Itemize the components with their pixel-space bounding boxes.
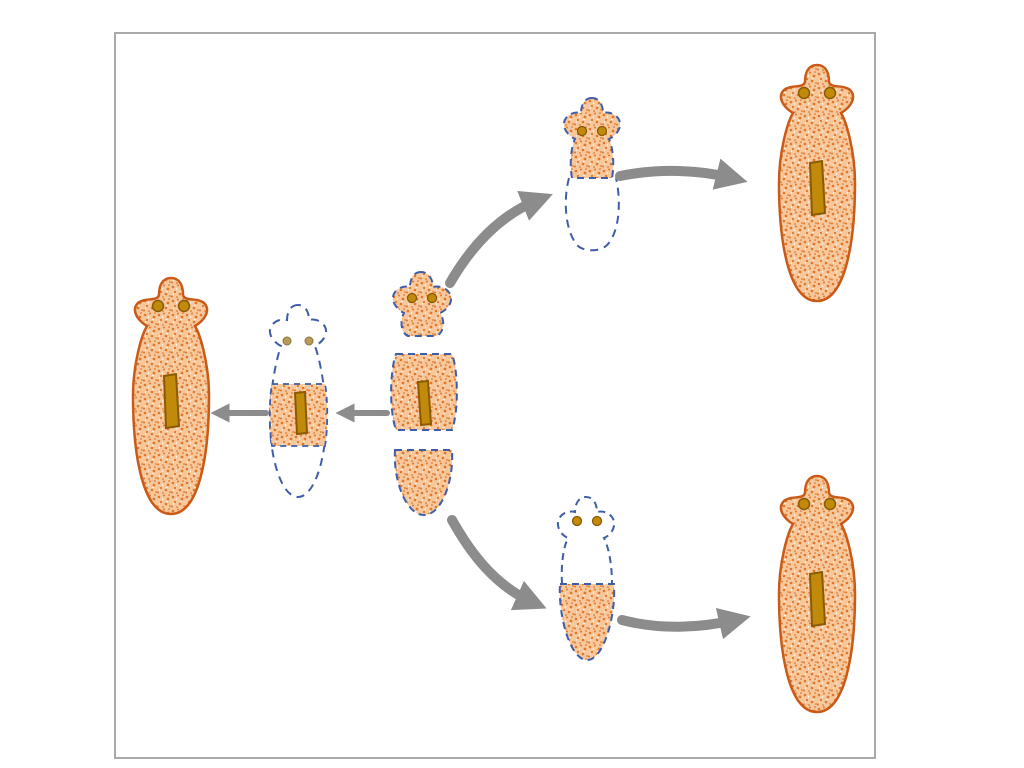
original-worm-cut-pieces: [390, 270, 458, 517]
middle-piece-regenerating: [268, 303, 329, 499]
arrow-cut-to-tail-piece: [447, 515, 547, 611]
arrow-tail-piece-to-bottom-worm: [617, 607, 751, 640]
cut-head-piece: [391, 270, 453, 337]
regenerated-worm-bottom-right: [777, 474, 857, 714]
cut-tail-piece: [393, 449, 454, 517]
regenerated-worm-left: [131, 276, 211, 516]
arrow-head-piece-to-top-worm: [615, 158, 748, 190]
tail-piece-regenerating: [556, 495, 616, 662]
regenerated-worm-top-right: [777, 63, 857, 303]
arrows: [210, 158, 751, 640]
head-piece-regenerating: [562, 96, 622, 252]
arrow-cut-to-head-piece: [445, 191, 553, 288]
